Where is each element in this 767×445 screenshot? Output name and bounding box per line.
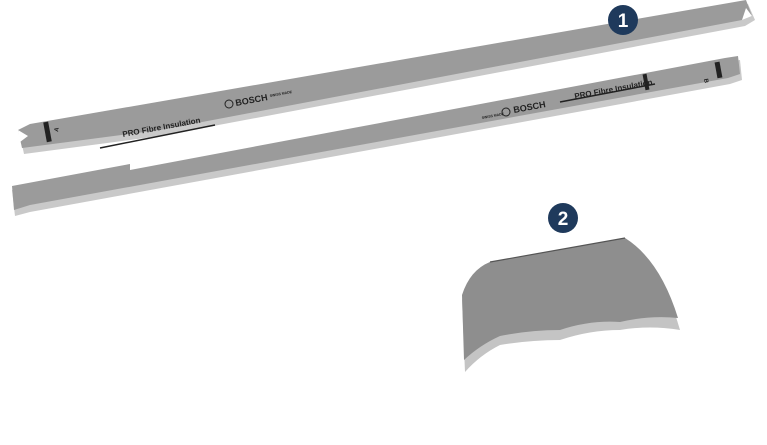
callout-2: 2 [548, 203, 578, 233]
blade-lower-letter: B [702, 78, 709, 84]
callout-1: 1 [608, 5, 638, 35]
blade-lower: PRO Fibre Insulation BOSCH SWISS MADE B [12, 56, 742, 216]
blade-lower-origin: SWISS MADE [481, 112, 505, 120]
callout-2-number: 2 [558, 209, 569, 230]
callout-1-number: 1 [618, 11, 629, 32]
blade-edge-closeup [462, 237, 680, 372]
blade-upper-letter: A [54, 126, 61, 132]
blade-upper-origin: SWISS MADE [269, 90, 293, 98]
